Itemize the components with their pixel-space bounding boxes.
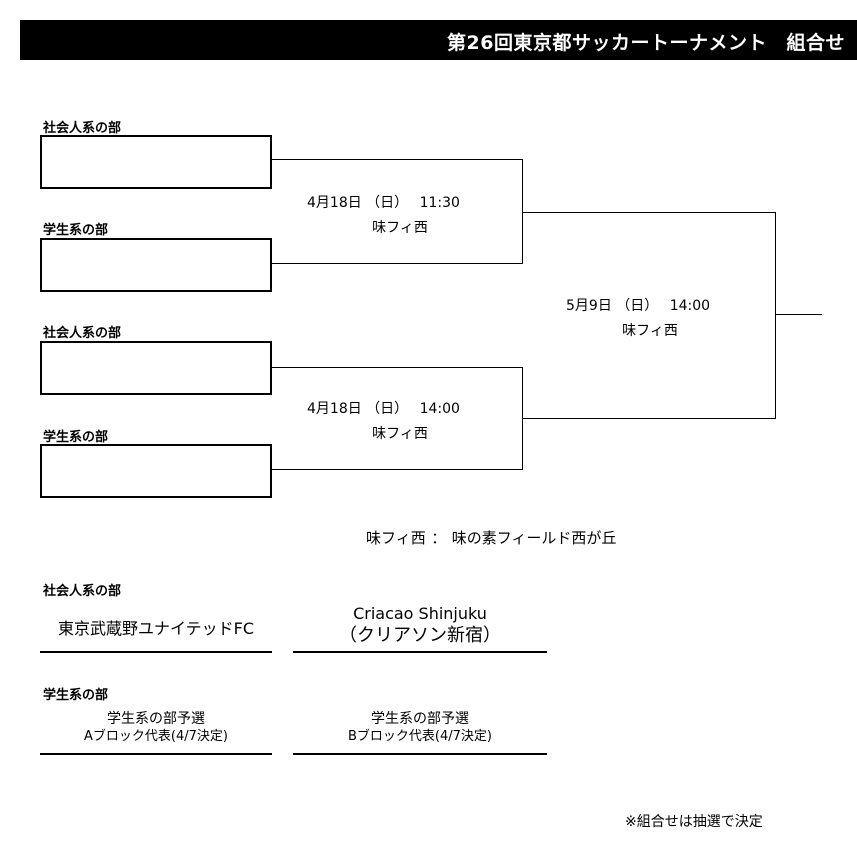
venue-note: 味フィ西 ：味の素フィールド西が丘 [366, 527, 616, 548]
bracket-line [272, 469, 523, 470]
team-underline [293, 753, 547, 755]
bracket-line [522, 418, 776, 419]
bracket-line [272, 367, 523, 368]
team-slot-box-4 [40, 444, 272, 498]
gakusei-team-1-line2: Aブロック代表(4/7決定) [84, 729, 228, 744]
bracket-line [522, 212, 776, 213]
bracket-line [522, 159, 523, 264]
gakusei-team-2: 学生系の部予選 Bブロック代表(4/7決定) [293, 710, 547, 746]
match1-datetime: 4月18日 （日） 11:30 [307, 195, 460, 211]
page-title: 第26回東京都サッカートーナメント 組合せ [447, 32, 845, 54]
slot-label-3: 社会人系の部 [43, 326, 122, 341]
title-bar: 第26回東京都サッカートーナメント 組合せ [20, 20, 857, 60]
bracket-line [775, 212, 776, 419]
team-underline [40, 651, 272, 653]
gakusei-section-label: 学生系の部 [43, 688, 109, 703]
gakusei-team-1: 学生系の部予選 Aブロック代表(4/7決定) [40, 710, 272, 746]
shakaijin-team-1: 東京武蔵野ユナイテッドFC [57, 619, 255, 638]
final-venue: 味フィ西 [622, 323, 678, 339]
shakaijin-team-2-japanese: （クリアソン新宿） [339, 625, 501, 646]
shakaijin-section-label: 社会人系の部 [43, 584, 122, 599]
team-underline [293, 651, 547, 653]
slot-label-1: 社会人系の部 [43, 121, 122, 136]
shakaijin-team-2-name: Criacao Shinjuku [353, 604, 487, 623]
venue-separator: ： [431, 529, 447, 547]
footnote: ※組合せは抽選で決定 [625, 814, 763, 830]
team-slot-box-2 [40, 238, 272, 292]
bracket-line [775, 314, 822, 315]
bracket-line [272, 263, 523, 264]
match2-venue: 味フィ西 [372, 426, 428, 442]
gakusei-team-1-line1: 学生系の部予選 [107, 711, 205, 727]
match2-datetime: 4月18日 （日） 14:00 [307, 401, 460, 417]
team-slot-box-3 [40, 341, 272, 395]
slot-label-2: 学生系の部 [43, 223, 109, 238]
gakusei-team-2-line1: 学生系の部予選 [371, 711, 469, 727]
gakusei-team-2-line2: Bブロック代表(4/7決定) [348, 729, 492, 744]
venue-full: 味の素フィールド西が丘 [451, 529, 617, 547]
team-slot-box-1 [40, 135, 272, 189]
team-underline [40, 753, 272, 755]
slot-label-4: 学生系の部 [43, 430, 109, 445]
final-datetime: 5月9日 （日） 14:00 [566, 298, 711, 314]
venue-abbr: 味フィ西 [366, 529, 426, 547]
match1-venue: 味フィ西 [372, 220, 428, 236]
bracket-line [272, 159, 523, 160]
shakaijin-team-2: Criacao Shinjuku （クリアソン新宿） [293, 603, 547, 647]
